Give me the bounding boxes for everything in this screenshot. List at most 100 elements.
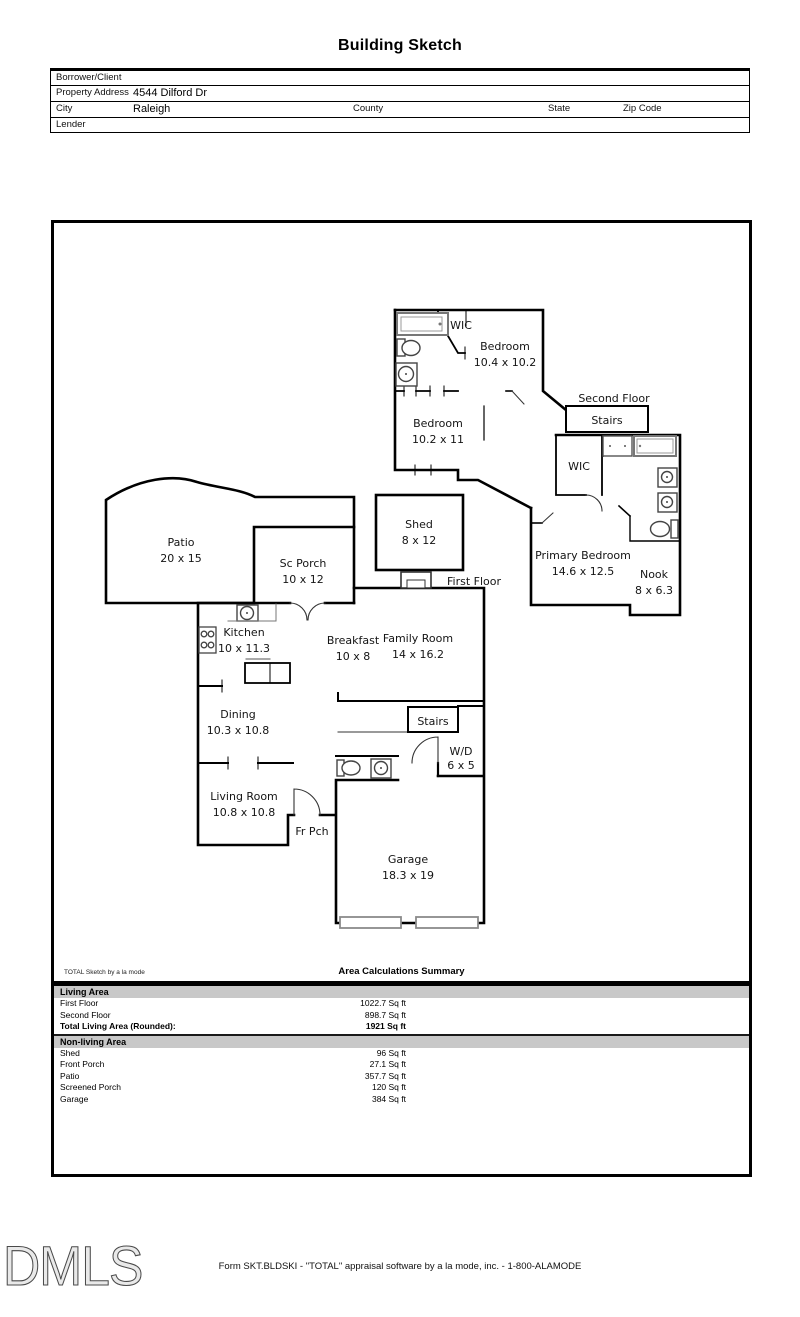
second-floor-label: Second Floor [578,392,650,405]
room-family: Family Room 14 x 16.2 [383,632,453,661]
first-floor-plan: First Floor Patio 20 x 15 Sc Porch 10 x … [104,476,501,929]
svg-text:W/D: W/D [449,745,472,758]
svg-text:WIC: WIC [450,319,472,332]
svg-text:Stairs: Stairs [417,715,449,728]
svg-text:Sc Porch: Sc Porch [280,557,327,570]
room-breakfast: Breakfast 10 x 8 [327,634,380,663]
svg-text:10.4 x 10.2: 10.4 x 10.2 [474,356,537,369]
summary-divider-line [54,1033,749,1036]
summary-row: Garage 384 Sq ft [60,1093,406,1104]
property-address-value: 4544 Dilford Dr [133,87,207,99]
zip-label: Zip Code [623,103,662,114]
sketch-area: Second Floor Stairs WIC Bedroom 10.4 x 1… [51,220,752,1177]
svg-text:14 x 16.2: 14 x 16.2 [392,648,444,661]
svg-text:Garage: Garage [388,853,429,866]
kitchen-sink-icon [236,604,259,622]
bathtub-icon [396,312,449,336]
stove-icon [198,626,217,654]
svg-text:8 x 12: 8 x 12 [402,534,437,547]
svg-text:Bedroom: Bedroom [413,417,463,430]
room-kitchen: Kitchen 10 x 11.3 [218,626,270,655]
summary-header: TOTAL Sketch by a la mode Area Calculati… [54,964,749,981]
first-floor-label: First Floor [447,575,501,588]
svg-text:Dining: Dining [220,708,256,721]
svg-text:Family Room: Family Room [383,632,453,645]
room-front-porch: Fr Pch [295,825,328,838]
city-label: City [56,103,73,114]
page-title: Building Sketch [338,37,462,54]
shed-box [374,493,465,572]
room-shed: Shed 8 x 12 [402,518,437,547]
svg-text:Living Room: Living Room [210,790,278,803]
room-dining: Dining 10.3 x 10.8 [207,708,270,737]
non-living-area-header: Non-living Area [54,1035,749,1048]
bathtub-icon [633,435,677,457]
summary-row: First Floor 1022.7 Sq ft [60,998,406,1008]
room-stairs-first: Stairs [417,715,449,728]
svg-text:10.2 x 11: 10.2 x 11 [412,433,464,446]
toilet-icon [336,759,361,777]
summary-title: Area Calculations Summary [338,966,465,977]
city-value: Raleigh [133,103,171,115]
floor-plan-drawing: Second Floor Stairs WIC Bedroom 10.4 x 1… [104,308,682,929]
room-bedroom-a: Bedroom 10.4 x 10.2 [474,340,537,369]
room-living: Living Room 10.8 x 10.8 [210,790,278,819]
svg-text:Breakfast: Breakfast [327,634,380,647]
stairs-first-box [407,706,459,733]
svg-text:Fr Pch: Fr Pch [295,825,328,838]
sink-icon [657,492,678,513]
kitchen-island-icon [244,658,291,684]
total-sketch-watermark: TOTAL Sketch by a la mode [64,969,145,976]
county-label: County [353,103,384,114]
row-property-address: Property Address 4544 Dilford Dr [51,86,749,102]
svg-text:Nook: Nook [640,568,669,581]
svg-text:20 x 15: 20 x 15 [160,552,202,565]
svg-text:10.8 x 10.8: 10.8 x 10.8 [213,806,276,819]
footer-form-text: Form SKT.BLDSKI - "TOTAL" appraisal soft… [218,1261,582,1272]
row-lender: Lender [51,118,749,132]
living-area-header: Living Area [54,986,749,998]
svg-text:WIC: WIC [568,460,590,473]
row-borrower: Borrower/Client [51,71,749,86]
sink-icon [370,758,392,779]
property-address-label: Property Address [56,87,129,98]
summary-row: Patio 357.7 Sq ft [60,1070,406,1081]
state-label: State [548,103,571,114]
svg-text:10 x 12: 10 x 12 [282,573,324,586]
svg-text:6 x 5: 6 x 5 [447,759,475,772]
svg-text:10.3 x 10.8: 10.3 x 10.8 [207,724,270,737]
svg-text:14.6 x 12.5: 14.6 x 12.5 [552,565,615,578]
summary-row: Front Porch 27.1 Sq ft [60,1059,406,1069]
row-city: City Raleigh County State Zip Code [51,102,749,118]
svg-text:Stairs: Stairs [591,414,623,427]
room-laundry: W/D 6 x 5 [447,745,475,772]
borrower-label: Borrower/Client [56,72,122,83]
svg-text:10 x 11.3: 10 x 11.3 [218,642,270,655]
room-bedroom-b: Bedroom 10.2 x 11 [412,417,464,446]
room-wic-hall: WIC [450,319,472,332]
second-floor-plan: Second Floor Stairs WIC Bedroom 10.4 x 1… [393,308,682,617]
sink-icon [395,362,418,387]
room-primary-bedroom: Primary Bedroom 14.6 x 12.5 [535,549,631,578]
summary-row: Shed 96 Sq ft [60,1047,406,1058]
garage-door-icon [339,916,479,929]
summary-divider-bar [54,981,749,986]
door-swing-icon [289,602,439,816]
vanity-icon [602,435,633,457]
svg-text:18.3 x 19: 18.3 x 19 [382,869,434,882]
lender-label: Lender [56,119,86,130]
svg-text:Bedroom: Bedroom [480,340,530,353]
svg-text:Primary Bedroom: Primary Bedroom [535,549,631,562]
svg-text:10 x 8: 10 x 8 [336,650,371,663]
room-garage: Garage 18.3 x 19 [382,853,434,882]
room-sc-porch: Sc Porch 10 x 12 [280,557,327,586]
total-living-area-row: Total Living Area (Rounded): 1921 Sq ft [60,1021,406,1031]
dmls-watermark: DMLS [2,1234,143,1297]
svg-text:Kitchen: Kitchen [223,626,264,639]
sink-icon [657,467,678,488]
area-calculations-summary: TOTAL Sketch by a la mode Area Calculati… [54,964,749,1105]
summary-row: Screened Porch 120 Sq ft [60,1082,406,1092]
room-stairs-second: Stairs [591,414,623,427]
toilet-icon [396,338,421,357]
property-info-table: Borrower/Client Property Address 4544 Di… [50,68,750,133]
